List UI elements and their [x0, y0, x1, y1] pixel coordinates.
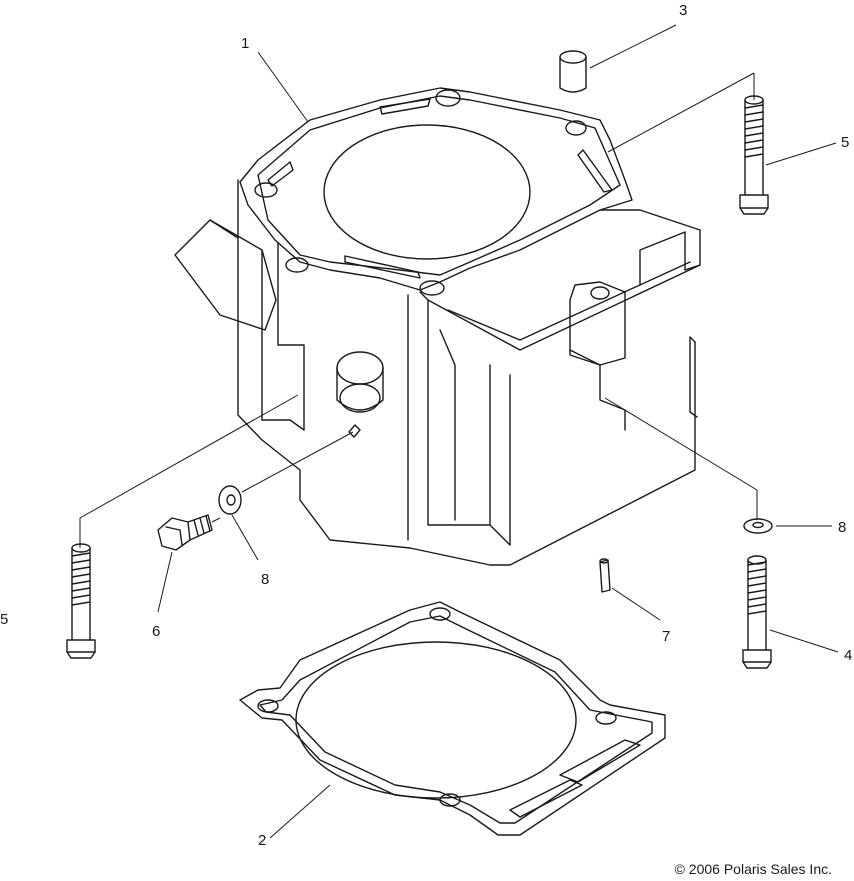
drain-screw-part	[157, 514, 213, 551]
callout-5-right: 5	[841, 134, 849, 151]
dowel-pin-part	[559, 50, 587, 93]
washer-right-part	[743, 518, 773, 534]
callout-2: 2	[258, 832, 266, 849]
washer-left-part	[218, 485, 242, 515]
base-gasket-part	[239, 601, 666, 836]
callout-8-right: 8	[838, 519, 846, 536]
bolt-lower-left-part	[66, 543, 96, 659]
callout-8-left: 8	[261, 571, 269, 588]
callout-3: 3	[679, 2, 687, 19]
bolt-lower-right-part	[742, 555, 772, 669]
copyright-notice: © 2006 Polaris Sales Inc.	[674, 861, 832, 877]
callout-7: 7	[662, 628, 670, 645]
callout-4: 4	[844, 647, 852, 664]
bolt-upper-right-part	[739, 95, 769, 215]
callout-5-left: 5	[0, 611, 8, 628]
leader-lines	[79, 24, 839, 839]
cylinder-part	[174, 87, 701, 566]
coolant-spigot	[336, 351, 384, 413]
callout-1: 1	[241, 35, 249, 52]
locating-pin-part	[599, 558, 611, 593]
callout-6: 6	[152, 623, 160, 640]
